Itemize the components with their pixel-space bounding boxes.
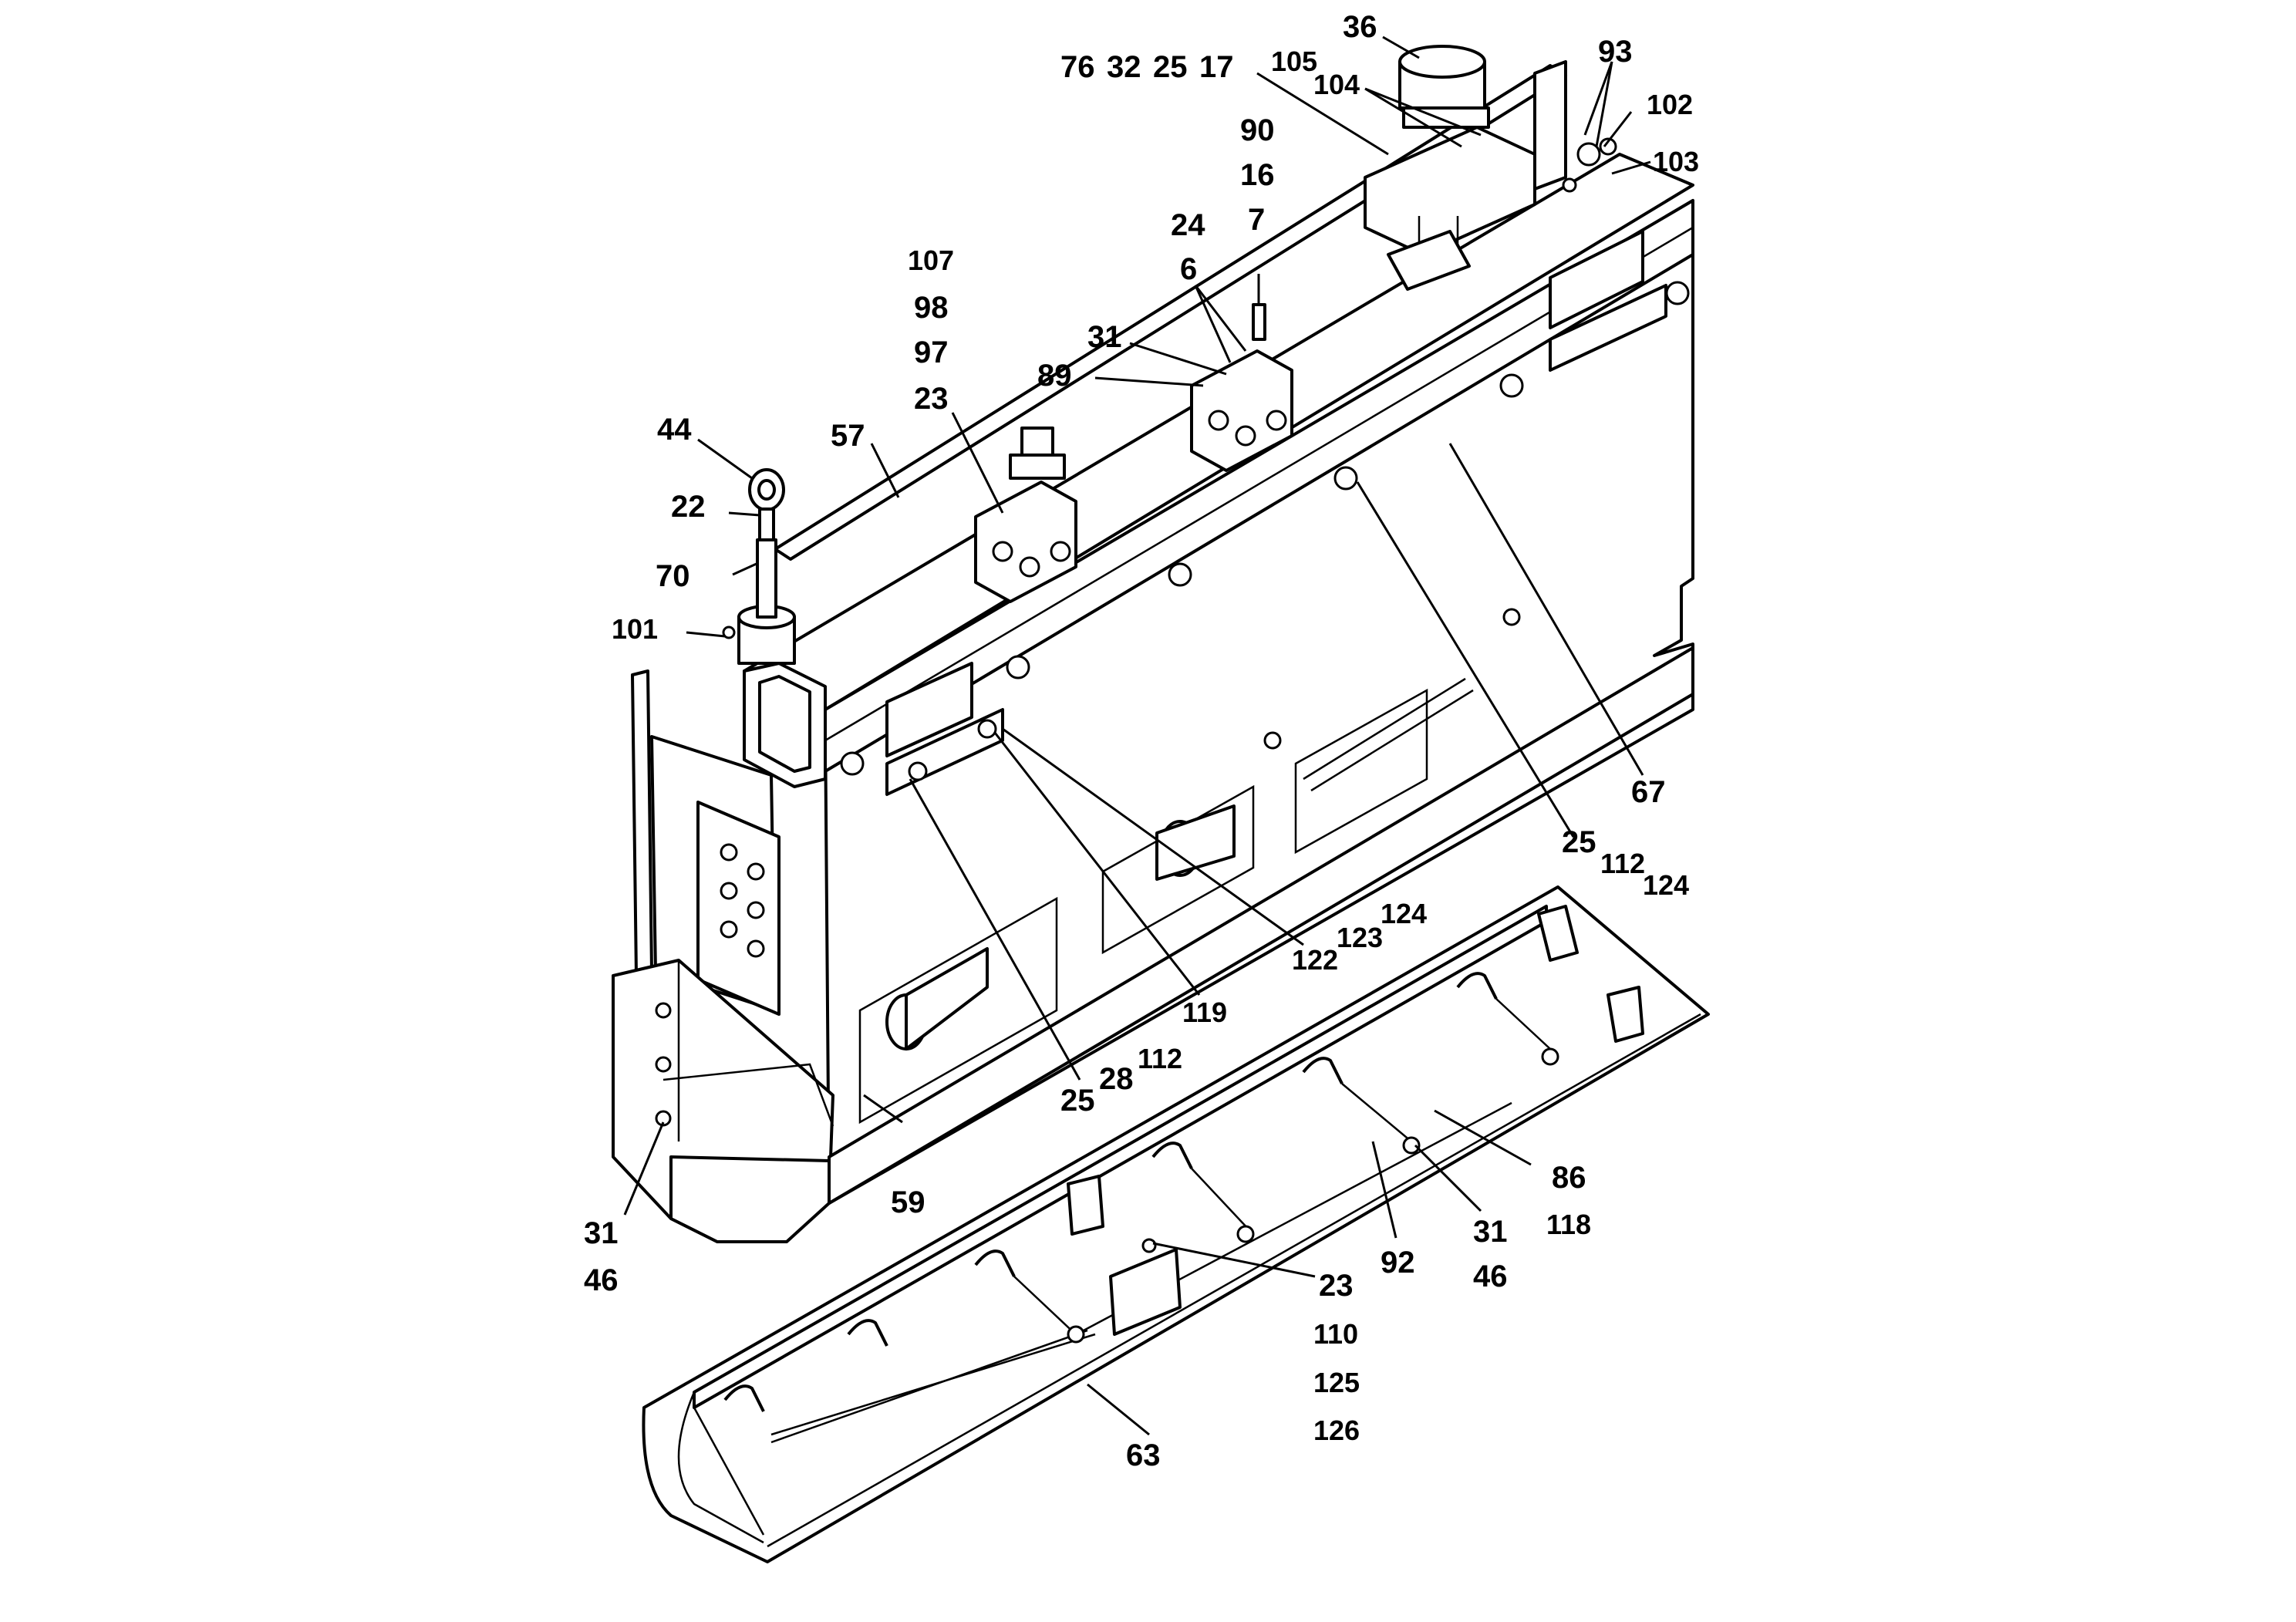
callout-46: 46: [584, 1263, 619, 1297]
callout-31: 31: [1473, 1215, 1508, 1249]
callout-89: 89: [1037, 359, 1072, 393]
callout-122: 122: [1292, 944, 1338, 976]
callout-104: 104: [1313, 69, 1360, 100]
callout-16: 16: [1240, 158, 1275, 192]
callout-110: 110: [1313, 1318, 1358, 1350]
callout-112: 112: [1138, 1043, 1182, 1074]
callout-7: 7: [1248, 203, 1265, 237]
callout-103: 103: [1653, 146, 1699, 177]
callout-31: 31: [1087, 320, 1122, 354]
callout-92: 92: [1381, 1246, 1415, 1280]
callout-36: 36: [1343, 10, 1377, 44]
callout-76: 76: [1060, 50, 1095, 84]
callout-31: 31: [584, 1216, 619, 1250]
callout-102: 102: [1647, 89, 1693, 120]
callout-86: 86: [1552, 1161, 1586, 1195]
callout-25: 25: [1562, 825, 1596, 859]
callout-97: 97: [914, 336, 949, 369]
callout-23: 23: [914, 382, 949, 416]
callout-123: 123: [1337, 922, 1383, 953]
callout-105: 105: [1271, 46, 1317, 77]
callout-46: 46: [1473, 1259, 1508, 1293]
leader-lines: [623, 35, 1651, 1436]
callout-107: 107: [908, 244, 954, 276]
callout-59: 59: [891, 1185, 925, 1219]
callout-124: 124: [1381, 898, 1427, 929]
callout-98: 98: [914, 291, 949, 325]
callout-126: 126: [1313, 1415, 1360, 1446]
callout-22: 22: [671, 490, 706, 524]
callout-6: 6: [1180, 252, 1197, 286]
callout-70: 70: [656, 559, 690, 593]
main-frame-assembly: [612, 45, 1694, 1243]
callout-93: 93: [1598, 35, 1633, 69]
callout-90: 90: [1240, 113, 1275, 147]
callout-119: 119: [1182, 996, 1227, 1028]
callout-57: 57: [831, 419, 865, 453]
callout-23: 23: [1319, 1269, 1354, 1303]
callout-24: 24: [1171, 208, 1205, 242]
callout-101: 101: [612, 613, 658, 645]
callout-124: 124: [1643, 869, 1689, 901]
callout-112: 112: [1600, 848, 1645, 879]
callout-25: 25: [1060, 1084, 1095, 1118]
callout-125: 125: [1313, 1367, 1360, 1398]
callout-44: 44: [657, 413, 692, 447]
callout-32: 32: [1107, 50, 1141, 84]
callout-17: 17: [1199, 50, 1234, 84]
callout-67: 67: [1631, 775, 1666, 809]
callout-118: 118: [1546, 1209, 1591, 1240]
callout-28: 28: [1099, 1062, 1134, 1096]
callout-labels: 36 76 32 25 17 105 104 93 102 103 90 16 …: [584, 10, 1699, 1472]
callout-63: 63: [1126, 1438, 1161, 1472]
callout-25: 25: [1153, 50, 1188, 84]
lower-shoe-assembly: [642, 885, 1710, 1563]
